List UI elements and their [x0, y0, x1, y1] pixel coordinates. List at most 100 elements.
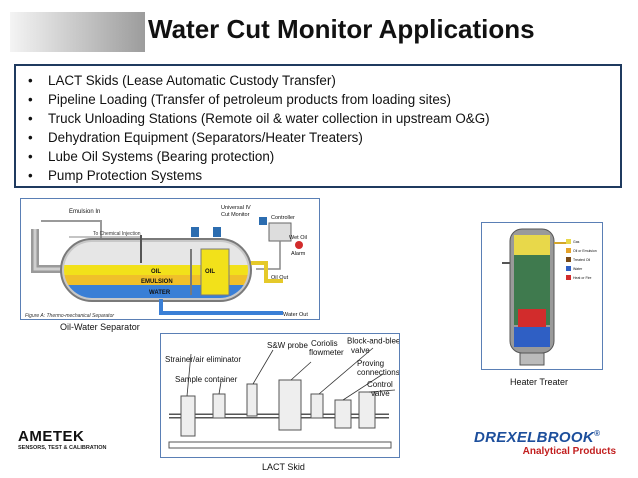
oil-layer: [64, 265, 248, 275]
monitor-probe-1: [191, 227, 199, 237]
application-item: • Truck Unloading Stations (Remote oil & …: [26, 109, 610, 128]
drexelbrook-wordmark: DREXELBROOK: [474, 429, 594, 446]
legend-swatch: [566, 266, 571, 271]
legend-label: Water: [573, 266, 583, 271]
drexelbrook-logo: DREXELBROOK® Analytical Products: [474, 429, 624, 457]
bullet-glyph: •: [28, 168, 33, 183]
controller-label: Controller: [271, 215, 295, 221]
application-item: • Lube Oil Systems (Bearing protection): [26, 147, 610, 166]
lact-skid-diagram: Strainer/air eliminator S&W probe Sample…: [161, 334, 400, 457]
heater-treater-diagram: [482, 223, 602, 369]
water-out-pipe: [159, 299, 283, 315]
block-bleed-label: Block-and-bleed: [347, 337, 400, 346]
strainer: [180, 395, 196, 437]
heater-legend-item: Oil or Emulsion: [566, 246, 597, 255]
inlet-pipe-highlight: [33, 229, 61, 271]
heater-legend-item: Gas: [566, 237, 597, 246]
slide-title: Water Cut Monitor Applications: [148, 14, 535, 44]
application-item: • Pump Protection Systems: [26, 166, 610, 185]
oil-water-separator-figure: Emulsion In To Chemical Injection Univer…: [20, 198, 320, 320]
heater-caption: Heater Treater: [510, 377, 569, 387]
emulsion-label: EMULSION: [141, 279, 173, 285]
bullet-glyph: •: [28, 130, 33, 145]
skid-base: [168, 441, 392, 449]
registered-mark: ®: [593, 429, 601, 438]
legend-swatch: [566, 239, 571, 244]
coriolis-label: Coriolis: [311, 339, 338, 348]
bullet-glyph: •: [28, 92, 33, 107]
separator-caption: Oil-Water Separator: [60, 322, 140, 332]
ametek-wordmark: AMETEK: [18, 428, 85, 445]
applications-list-box: • LACT Skids (Lease Automatic Custody Tra…: [14, 64, 622, 188]
application-item: • LACT Skids (Lease Automatic Custody Tra…: [26, 71, 610, 90]
oil-out-pipe: [251, 261, 283, 283]
lact-caption: LACT Skid: [262, 462, 305, 472]
heater-legend-item: Treated Oil: [566, 255, 597, 264]
coriolis-flowmeter: [278, 379, 302, 431]
control-valve-label: valve: [371, 389, 390, 398]
chemical-injection-label: To Chemical Injection: [93, 231, 141, 237]
water-zone: [514, 327, 550, 347]
sample-container: [212, 393, 226, 419]
legend-label: Gas: [573, 239, 580, 244]
monitor-label: Universal IV: [221, 205, 251, 211]
controller-box: [268, 222, 292, 242]
bullet-glyph: •: [28, 111, 33, 126]
vessel-base: [519, 352, 545, 366]
figure-label: Figure A: Thermo-mechanical Separator: [25, 313, 114, 319]
gas-zone: [514, 235, 550, 255]
sw-probe: [246, 383, 258, 417]
water-label: WATER: [149, 290, 171, 296]
flowmeter-label: flowmeter: [309, 348, 344, 357]
legend-label: Oil or Emulsion: [573, 248, 597, 253]
ametek-logo: AMETEK SENSORS, TEST & CALIBRATION: [18, 428, 107, 451]
oil-out-label: Oil Out: [271, 275, 289, 281]
proving-label: Proving: [357, 359, 384, 368]
bullet-glyph: •: [28, 149, 33, 164]
legend-swatch: [566, 248, 571, 253]
sample-container-label: Sample container: [175, 375, 238, 384]
application-item-text: Lube Oil Systems (Bearing protection): [48, 149, 275, 164]
heater-legend-item: Heat or Fire: [566, 273, 597, 282]
emulsion-layer: [64, 275, 248, 285]
proving-connections: [334, 399, 352, 429]
title-gradient-band: [10, 12, 145, 52]
legend-swatch: [566, 257, 571, 262]
application-item: •Dehydration Equipment (Separators/Heate…: [26, 128, 610, 147]
water-out-label: Water Out: [283, 312, 308, 318]
legend-swatch: [566, 275, 571, 280]
fire-tube: [518, 309, 546, 327]
applications-list: • LACT Skids (Lease Automatic Custody Tra…: [26, 71, 610, 185]
monitor-probe-2: [213, 227, 221, 237]
wet-oil-label: Wet Oil: [289, 235, 307, 241]
block-bleed-valve-label: valve: [351, 346, 370, 355]
lact-skid-figure: Strainer/air eliminator S&W probe Sample…: [160, 333, 400, 458]
application-item-text: Pipeline Loading (Transfer of petroleum …: [48, 92, 451, 107]
strainer-label: Strainer/air eliminator: [165, 355, 241, 364]
application-item-text: Truck Unloading Stations (Remote oil & w…: [48, 111, 490, 126]
legend-label: Treated Oil: [573, 257, 591, 262]
control-valve: [358, 391, 376, 429]
ametek-tagline: SENSORS, TEST & CALIBRATION: [18, 445, 107, 451]
block-bleed-valve: [310, 393, 324, 419]
connections-label: connections: [357, 368, 400, 377]
oil-label: OIL: [151, 269, 161, 275]
oil-weir-label: OIL: [205, 269, 215, 275]
bullet-glyph: •: [28, 73, 33, 88]
alarm-label: Alarm: [291, 251, 306, 257]
control-label: Control: [367, 380, 393, 389]
application-item-text: Pump Protection Systems: [48, 168, 203, 183]
application-item-text: LACT Skids (Lease Automatic Custody Tran…: [48, 73, 336, 88]
legend-label: Heat or Fire: [573, 275, 592, 280]
oil-weir: [200, 248, 230, 296]
sw-probe-label: S&W probe: [267, 341, 308, 350]
monitor-label-2: Cut Monitor: [221, 212, 250, 218]
heater-legend-item: Water: [566, 264, 597, 273]
alarm-light: [295, 241, 303, 249]
drexelbrook-tagline: Analytical Products: [522, 446, 616, 457]
cut-monitor-head: [259, 217, 267, 225]
separator-diagram: Emulsion In To Chemical Injection Univer…: [21, 199, 319, 319]
emulsion-in-label: Emulsion In: [69, 209, 100, 215]
